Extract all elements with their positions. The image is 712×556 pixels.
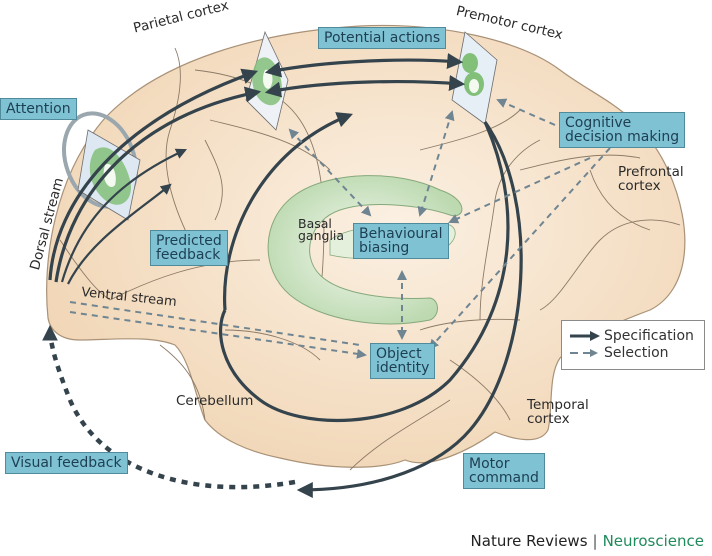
predicted-feedback-box: Predicted feedback bbox=[150, 230, 228, 266]
visual-feedback-text: Visual feedback bbox=[11, 455, 122, 471]
solid-arrow-icon bbox=[570, 331, 600, 341]
attention-box: Attention bbox=[0, 98, 77, 120]
cognitive-line-2: decision making bbox=[565, 129, 680, 145]
predicted-line-1: Predicted bbox=[156, 233, 222, 249]
visual-feedback-box: Visual feedback bbox=[5, 452, 128, 474]
motor-command-box: Motor command bbox=[463, 453, 545, 489]
visual-feedback-arrow bbox=[42, 324, 296, 490]
legend: Specification Selection bbox=[561, 320, 705, 370]
legend-selection-label: Selection bbox=[604, 345, 669, 361]
selection-arrows bbox=[69, 98, 611, 359]
prefrontal-line-1: Prefrontal bbox=[618, 164, 684, 180]
object-line-1: Object bbox=[376, 346, 422, 362]
behavioural-biasing-box: Behavioural biasing bbox=[353, 223, 449, 259]
cognitive-decision-box: Cognitive decision making bbox=[559, 112, 686, 148]
legend-specification-label: Specification bbox=[604, 328, 694, 344]
basal-ganglia-label: Basal ganglia bbox=[298, 216, 345, 243]
specification-arrows bbox=[48, 53, 523, 498]
motor-line-1: Motor bbox=[469, 456, 510, 472]
temporal-line-2: cortex bbox=[527, 411, 570, 427]
cerebellum-label: Cerebellum bbox=[176, 393, 254, 409]
basal-line-2: ganglia bbox=[298, 228, 345, 243]
prefrontal-cortex-label: Prefrontal cortex bbox=[618, 165, 684, 193]
predicted-line-2: feedback bbox=[156, 247, 221, 263]
legend-specification: Specification bbox=[570, 328, 694, 344]
basal-line-1: Basal bbox=[298, 216, 332, 231]
temporal-line-1: Temporal bbox=[527, 397, 589, 413]
attention-text: Attention bbox=[6, 101, 71, 117]
journal-name: Neuroscience bbox=[602, 532, 704, 550]
cognitive-line-1: Cognitive bbox=[565, 115, 632, 131]
prefrontal-line-2: cortex bbox=[618, 178, 661, 194]
temporal-cortex-label: Temporal cortex bbox=[527, 398, 589, 426]
publisher-name: Nature Reviews bbox=[470, 532, 588, 550]
behavioural-line-1: Behavioural bbox=[359, 226, 443, 242]
object-identity-box: Object identity bbox=[370, 343, 436, 379]
object-line-2: identity bbox=[376, 360, 430, 376]
legend-selection: Selection bbox=[570, 345, 669, 361]
credit-separator: | bbox=[592, 532, 598, 550]
motor-line-2: command bbox=[469, 470, 539, 486]
journal-credit: Nature Reviews|Neuroscience bbox=[471, 532, 704, 550]
behavioural-line-2: biasing bbox=[359, 240, 410, 256]
potential-actions-box: Potential actions bbox=[318, 27, 447, 49]
potential-actions-text: Potential actions bbox=[324, 30, 441, 46]
dashed-arrow-icon bbox=[570, 349, 598, 357]
